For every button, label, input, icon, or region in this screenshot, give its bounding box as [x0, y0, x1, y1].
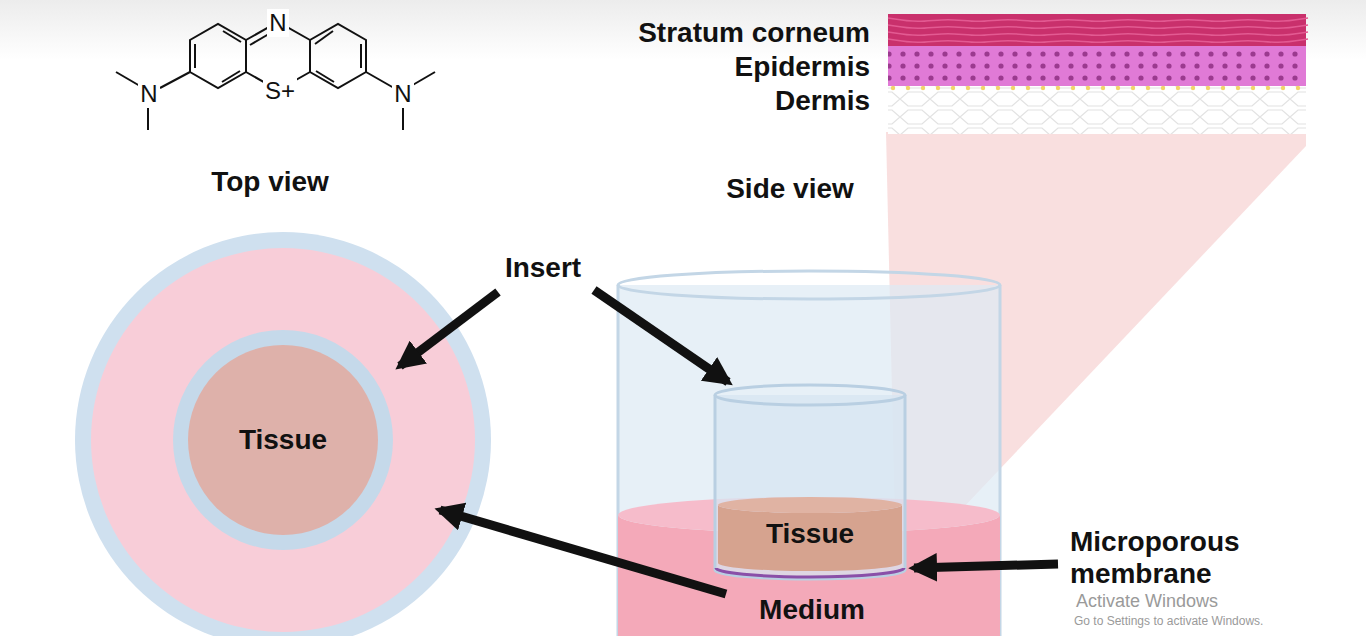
double-bond — [316, 71, 334, 82]
double-bond — [222, 71, 240, 82]
node-text: Tissue — [239, 424, 327, 456]
basal-dot — [1071, 86, 1075, 90]
amine-bond — [160, 72, 190, 88]
atom-label: S+ — [263, 77, 297, 105]
basal-dot — [1281, 86, 1285, 90]
basal-dot — [1131, 86, 1135, 90]
basal-dot — [966, 86, 970, 90]
basal-dot — [1191, 86, 1195, 90]
watermark: Activate Windows — [1076, 591, 1218, 612]
keratin-line — [888, 25, 1308, 28]
watermark: Go to Settings to activate Windows. — [1074, 614, 1263, 628]
layer-label: Dermis — [775, 85, 870, 117]
skin-layers — [888, 14, 1308, 134]
layer-label: Stratum corneum — [638, 17, 870, 49]
basal-dot — [1026, 86, 1030, 90]
basal-dot — [1296, 86, 1300, 90]
basal-dot — [1206, 86, 1210, 90]
part-label: Microporous membrane — [1070, 526, 1285, 590]
tissue-band — [718, 505, 902, 571]
basal-dot — [906, 86, 910, 90]
view-title: Top view — [211, 166, 329, 198]
benzene-ring — [310, 24, 366, 88]
double-bond — [360, 44, 362, 68]
benzene-ring — [190, 24, 246, 88]
medium-ring — [91, 248, 475, 632]
tissue-layer: Tissue — [718, 505, 902, 563]
methyl-bond — [147, 106, 149, 130]
well-wall — [75, 232, 491, 636]
methyl-bond — [402, 106, 404, 130]
basal-dot — [1161, 86, 1165, 90]
amine-bond — [366, 72, 394, 88]
leader-arrow — [400, 292, 498, 366]
well-rim — [618, 271, 1000, 299]
basal-dot — [936, 86, 940, 90]
methyl-bond — [411, 72, 435, 86]
basal-dot — [1086, 86, 1090, 90]
atom-label: N — [267, 9, 288, 37]
part-label: Medium — [759, 594, 865, 626]
layer-label: Epidermis — [735, 51, 870, 83]
atom-label: N — [138, 80, 159, 108]
basal-dot — [996, 86, 1000, 90]
basal-dot — [1011, 86, 1015, 90]
double-bond — [315, 31, 333, 44]
view-title: Side view — [726, 173, 854, 205]
part-label: Insert — [505, 252, 581, 284]
leader-arrow — [440, 510, 726, 594]
basal-dot — [1251, 86, 1255, 90]
node-text: Tissue — [766, 518, 854, 550]
basal-dot — [1146, 86, 1150, 90]
basal-dot — [891, 86, 895, 90]
dermis-layer — [888, 84, 1306, 134]
keratin-line — [888, 32, 1308, 35]
basal-dot — [1116, 86, 1120, 90]
atom-label: N — [392, 80, 413, 108]
basal-dot — [921, 86, 925, 90]
tissue-surface — [718, 497, 902, 513]
microporous-membrane — [716, 568, 904, 577]
leader-arrow — [594, 290, 728, 382]
basal-dot — [1221, 86, 1225, 90]
methylene-blue-structure — [116, 22, 435, 130]
basal-dot — [1056, 86, 1060, 90]
epidermis-layer — [888, 44, 1306, 86]
tissue-disc — [188, 345, 378, 535]
insert-wall — [715, 395, 905, 579]
basal-dot — [1236, 86, 1240, 90]
basal-dot — [1101, 86, 1105, 90]
basal-dot — [1041, 86, 1045, 90]
keratin-line — [888, 39, 1308, 42]
basal-dot — [951, 86, 955, 90]
basal-dot — [981, 86, 985, 90]
tissue-circle: Tissue — [188, 345, 378, 535]
leader-arrow — [914, 564, 1058, 568]
double-bond — [223, 31, 241, 42]
insert-ring — [173, 330, 393, 550]
methyl-bond — [116, 72, 140, 86]
insert-rim — [715, 385, 905, 405]
basal-dot — [1266, 86, 1270, 90]
basal-dot — [1176, 86, 1180, 90]
keratin-line — [888, 18, 1308, 21]
double-bond — [194, 44, 196, 68]
